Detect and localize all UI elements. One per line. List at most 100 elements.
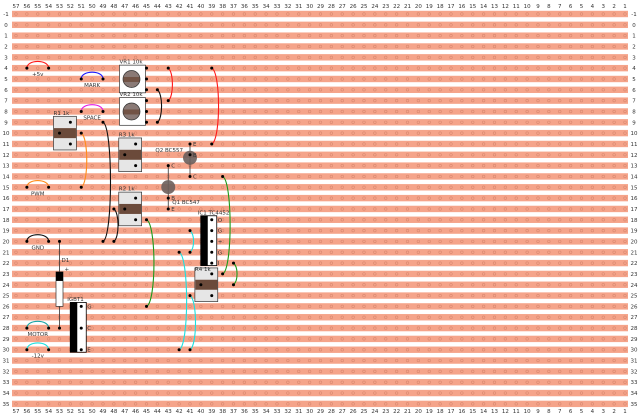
- hole: [177, 174, 181, 179]
- hole: [471, 239, 475, 244]
- hole: [579, 358, 584, 363]
- hole: [395, 358, 399, 363]
- hole: [362, 55, 366, 59]
- row-label: 32: [631, 369, 638, 375]
- hole: [438, 34, 442, 38]
- hole: [221, 369, 225, 373]
- hole: [579, 207, 584, 211]
- hole: [590, 337, 594, 341]
- hole: [427, 185, 431, 189]
- hole: [79, 34, 83, 38]
- hole: [221, 120, 225, 124]
- hole: [231, 55, 236, 59]
- hole: [14, 66, 18, 70]
- column-label: 36: [241, 4, 248, 10]
- hole: [329, 207, 333, 211]
- hole: [460, 218, 464, 222]
- hole: [112, 304, 116, 309]
- hole: [47, 77, 51, 81]
- hole: [90, 66, 94, 70]
- hole: [318, 34, 323, 38]
- pin-letter: C: [87, 326, 91, 332]
- hole: [405, 218, 410, 222]
- hole: [449, 380, 453, 384]
- hole: [503, 109, 507, 114]
- hole: [47, 358, 51, 363]
- hole: [340, 304, 344, 309]
- hole: [242, 77, 246, 81]
- hole: [503, 272, 507, 276]
- hole: [384, 131, 388, 135]
- column-label: 27: [339, 409, 346, 415]
- hole: [558, 261, 562, 265]
- hole: [384, 99, 388, 103]
- hole: [601, 77, 605, 81]
- pin-dot: [166, 66, 170, 70]
- hole: [492, 66, 497, 70]
- hole: [558, 88, 562, 92]
- hole: [405, 23, 410, 27]
- hole: [612, 55, 616, 59]
- hole: [547, 337, 551, 341]
- hole: [68, 44, 72, 49]
- hole: [340, 131, 344, 135]
- hole: [569, 109, 573, 114]
- hole: [155, 283, 159, 287]
- hole: [134, 185, 138, 189]
- hole: [47, 44, 51, 49]
- hole: [47, 109, 51, 114]
- hole: [57, 348, 62, 352]
- hole: [264, 88, 268, 92]
- hole: [47, 272, 51, 276]
- hole: [525, 239, 529, 244]
- hole: [362, 153, 366, 157]
- pin-dot: [79, 77, 83, 81]
- wire-link: [233, 262, 238, 286]
- hole: [623, 88, 627, 92]
- hole: [47, 261, 51, 265]
- hole: [286, 164, 290, 168]
- hole: [297, 315, 301, 319]
- hole: [525, 12, 529, 16]
- hole: [112, 153, 116, 157]
- hole: [395, 369, 399, 373]
- hole: [492, 88, 497, 92]
- pin-dot: [145, 99, 148, 103]
- hole: [101, 391, 105, 395]
- hole: [590, 261, 594, 265]
- hole: [482, 120, 486, 124]
- hole: [395, 402, 399, 406]
- hole: [286, 261, 290, 265]
- component-q2: [183, 143, 197, 177]
- hole: [373, 88, 377, 92]
- hole: [373, 358, 377, 363]
- hole: [112, 55, 116, 59]
- hole: [536, 23, 540, 27]
- hole: [492, 348, 497, 352]
- hole: [416, 131, 420, 135]
- pin-letter: G: [218, 229, 222, 235]
- hole: [112, 77, 116, 81]
- hole: [242, 326, 246, 330]
- hole: [318, 142, 323, 146]
- hole: [286, 153, 290, 157]
- hole: [123, 337, 127, 341]
- hole: [308, 34, 312, 38]
- hole: [340, 272, 344, 276]
- copper-strip: [12, 194, 628, 202]
- hole: [318, 348, 323, 352]
- hole: [188, 304, 192, 309]
- hole: [438, 293, 442, 298]
- hole: [579, 23, 584, 27]
- row-label: 24: [631, 283, 638, 289]
- hole: [590, 164, 594, 168]
- hole: [155, 391, 159, 395]
- column-label: 57: [13, 4, 20, 10]
- hole: [79, 239, 83, 244]
- hole: [525, 185, 529, 189]
- hole: [536, 293, 540, 298]
- hole: [210, 99, 214, 103]
- hole: [579, 109, 584, 114]
- hole: [373, 66, 377, 70]
- pin-letter: I: [218, 261, 220, 267]
